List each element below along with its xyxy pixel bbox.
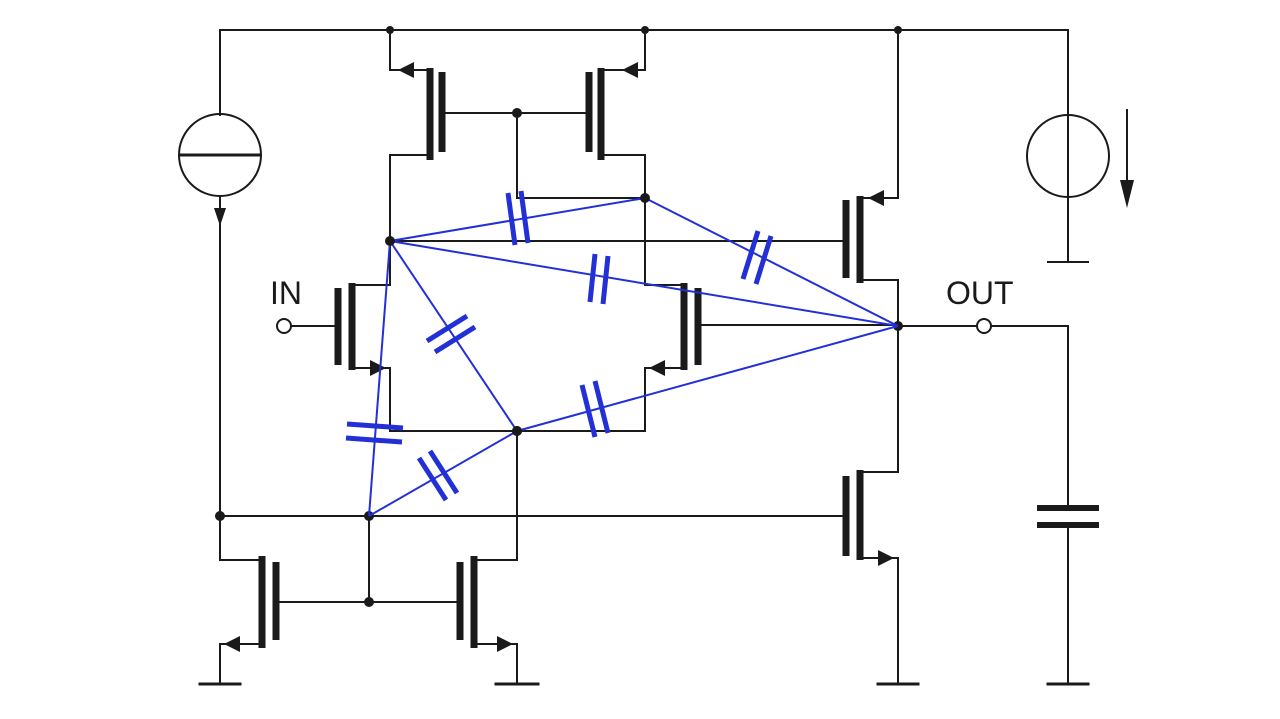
- input-label: IN: [270, 275, 302, 311]
- node-dots: [385, 193, 650, 436]
- parasitic-capacitor-4: [425, 313, 477, 355]
- parasitic-capacitor-5: [345, 421, 404, 445]
- parasitic-network: [345, 190, 899, 517]
- parasitic-capacitor-1: [505, 190, 531, 246]
- parasitic-capacitor-7: [579, 380, 611, 438]
- pmos-load-left: [389, 29, 446, 241]
- output-terminal: OUT: [897, 275, 1069, 334]
- load-capacitor: [1037, 325, 1099, 685]
- nmos-output: [842, 470, 899, 685]
- nmos-mirror-left: [219, 556, 370, 685]
- pmos-gate-link: [441, 108, 646, 286]
- parasitic-capacitor-2: [587, 253, 611, 305]
- output-label: OUT: [946, 275, 1014, 311]
- parasitic-capacitor-6: [416, 449, 460, 502]
- nmos-input-right: [644, 283, 899, 432]
- current-source-load: [1026, 109, 1134, 263]
- bias-line: [215, 511, 846, 607]
- parasitic-capacitor-3: [740, 230, 774, 285]
- pmos-output: [389, 29, 899, 473]
- nmos-mirror-right: [368, 556, 518, 685]
- current-source-bias: [178, 113, 262, 516]
- pmos-load-right: [585, 29, 646, 199]
- input-terminal: IN: [270, 275, 339, 334]
